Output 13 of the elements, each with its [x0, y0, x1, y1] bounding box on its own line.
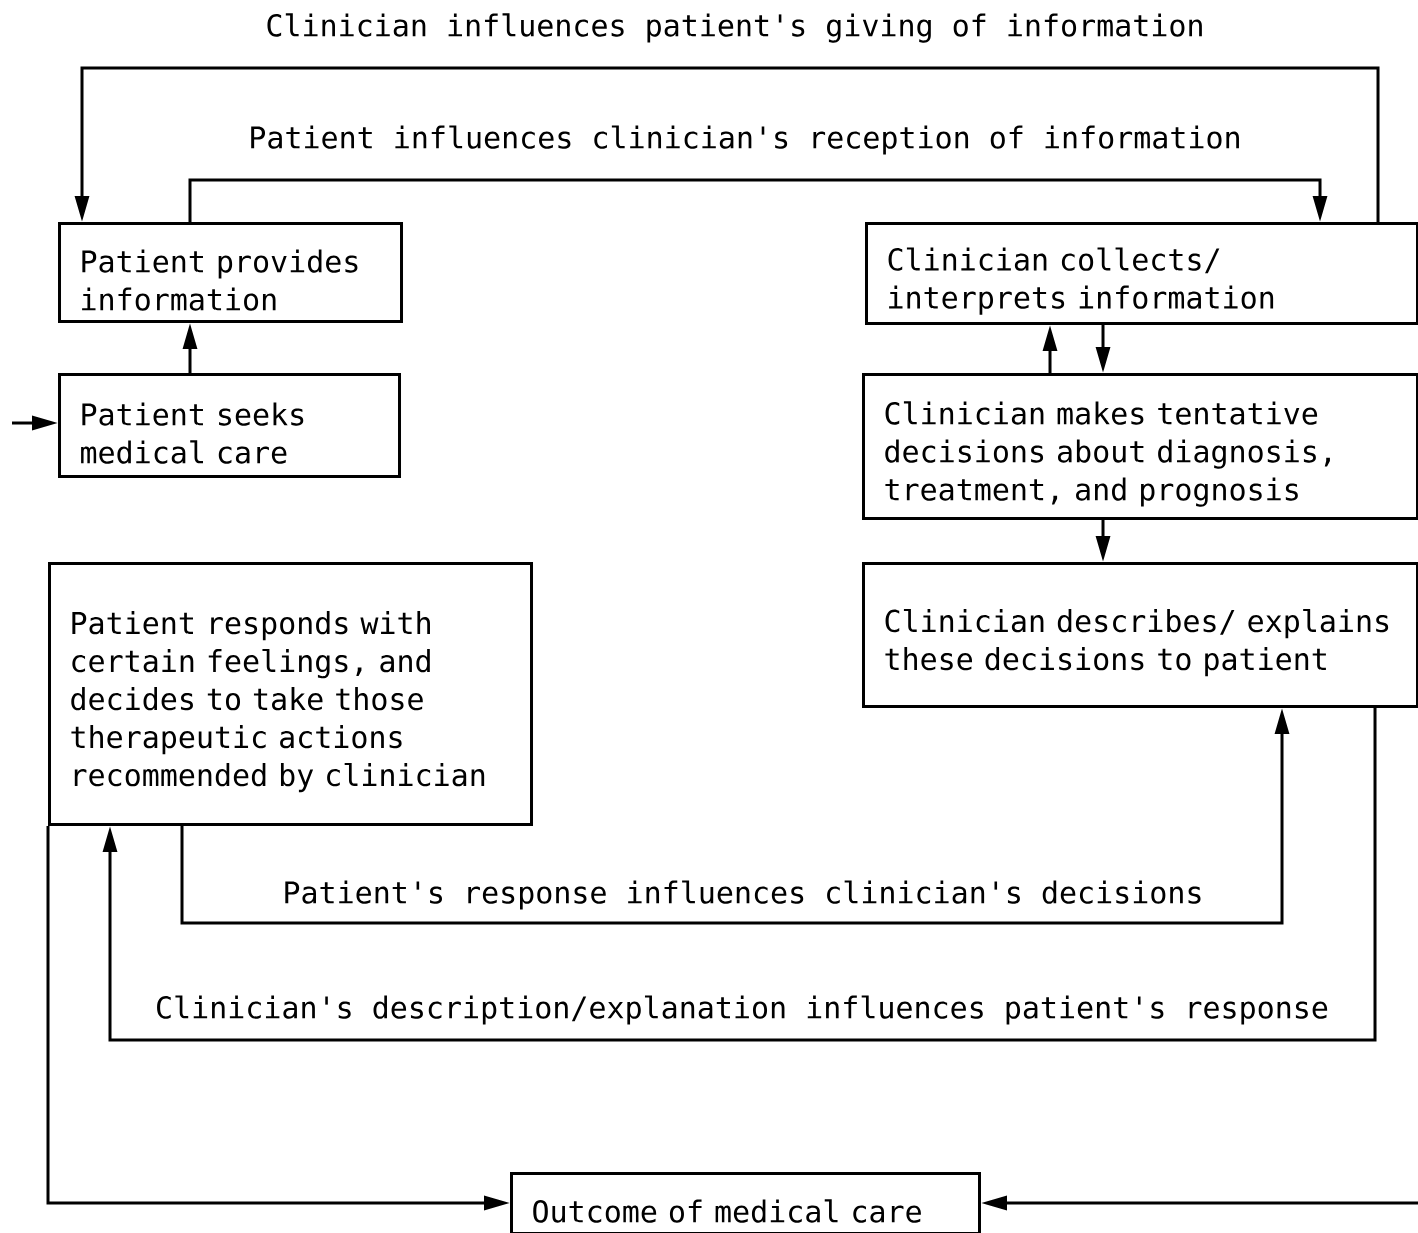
- process-box: Outcome of medical care: [510, 1172, 981, 1233]
- edge-label: Clinician's description/explanation influences patient's response: [151, 991, 1333, 1029]
- edge-label: Patient's response influences clinician's decisions: [278, 876, 1208, 914]
- process-box: Patient seeks medical care: [58, 373, 401, 478]
- edge-label: Clinician influences patient's giving of information: [261, 9, 1209, 47]
- arrow: [188, 178, 1328, 222]
- process-box: Clinician makes tentative decisions about diagnosis, treatment, and prognosis: [862, 373, 1418, 520]
- arrow: [102, 708, 1377, 1042]
- process-box: Clinician describes/ explains these decisions to patient: [862, 562, 1418, 708]
- process-box: Patient responds with certain feelings, and decides to take those therapeutic actions recommended by clinician: [48, 562, 533, 826]
- process-box: Clinician collects/ interprets information: [865, 222, 1418, 325]
- edge-label: Patient influences clinician's reception of information: [244, 121, 1246, 159]
- process-box: Patient provides information: [58, 222, 403, 323]
